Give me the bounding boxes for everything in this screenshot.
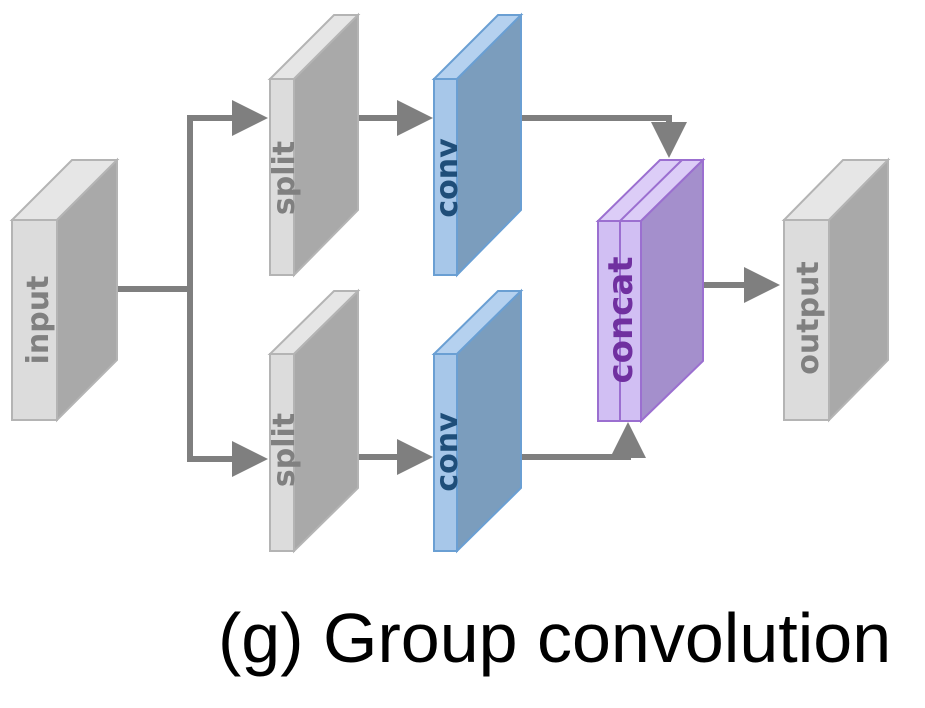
block-output-front bbox=[783, 219, 830, 421]
figure-caption: (g) Group convolution bbox=[218, 599, 892, 677]
block-concat-top-divider bbox=[619, 159, 683, 222]
block-conv-bottom-label: conv bbox=[430, 412, 465, 492]
block-split-bottom: split bbox=[267, 288, 361, 554]
edge-input-to-split-bottom bbox=[187, 289, 268, 477]
block-output: output bbox=[781, 157, 891, 423]
edge-input-to-split-top bbox=[118, 100, 268, 292]
block-conv-bottom-front bbox=[433, 353, 458, 552]
block-concat-label: concat bbox=[601, 256, 641, 383]
block-conv-top: conv bbox=[430, 12, 524, 278]
block-conv-top-label: conv bbox=[430, 138, 465, 218]
block-split-top: split bbox=[267, 12, 361, 278]
block-split-bottom-front bbox=[269, 353, 295, 552]
block-split-bottom-label: split bbox=[267, 413, 302, 487]
block-split-top-label: split bbox=[267, 141, 302, 215]
edge-conv-top-to-concat bbox=[522, 115, 687, 158]
block-conv-top-front bbox=[433, 78, 458, 276]
block-concat: concat bbox=[595, 157, 706, 424]
connectors bbox=[118, 100, 780, 477]
edge-conv-bottom-to-concat bbox=[522, 422, 646, 460]
block-conv-bottom: conv bbox=[430, 288, 524, 554]
block-split-top-front bbox=[269, 78, 295, 276]
block-input: input bbox=[9, 157, 120, 423]
block-output-label: output bbox=[791, 261, 826, 374]
block-input-label: input bbox=[21, 276, 56, 365]
block-input-front bbox=[11, 219, 58, 421]
